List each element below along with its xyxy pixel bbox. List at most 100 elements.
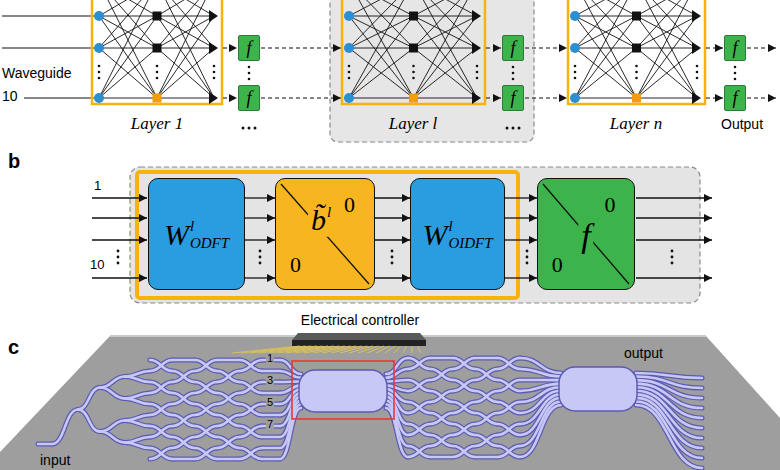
mesh-lines	[637, 0, 698, 98]
ellipsis-dot	[476, 65, 479, 68]
waveguide-shadow	[195, 448, 217, 459]
waveguide-shadow	[430, 369, 452, 380]
mesh-lines	[637, 48, 698, 98]
mesh-lines	[637, 16, 698, 48]
coupler-node	[472, 10, 481, 22]
waveguide	[38, 443, 52, 446]
output-arrow	[636, 239, 712, 240]
mesh-lines	[414, 0, 478, 16]
dashed-arrow	[525, 97, 567, 98]
output-label: Output	[721, 116, 763, 132]
waveguide	[453, 358, 475, 369]
waveguide-shadow	[498, 446, 520, 457]
waveguide-shadow	[498, 424, 520, 435]
waveguide	[498, 358, 520, 369]
activation-box: f	[724, 35, 746, 61]
waveguide	[453, 380, 475, 391]
waveguide	[636, 405, 702, 468]
mesh-lines	[157, 0, 214, 16]
gold-wires	[412, 346, 413, 353]
waveguide-shadow	[408, 446, 430, 457]
waveguide	[498, 424, 520, 435]
waveguide-shadow	[52, 410, 78, 445]
waveguide-shadow	[240, 404, 262, 415]
mesh-lines	[99, 48, 157, 98]
waveguide-shadow	[453, 358, 475, 369]
waveguide-shadow	[172, 415, 194, 426]
waveguide	[125, 399, 150, 405]
ellipsis-dot	[734, 78, 737, 81]
waveguide	[453, 380, 475, 391]
gold-wires	[418, 346, 421, 353]
ellipsis-dot	[476, 77, 479, 80]
ellipsis-dot	[526, 256, 529, 259]
dashed-arrow	[486, 47, 501, 48]
waveguide	[172, 371, 194, 382]
port-number: 10	[2, 88, 18, 104]
ellipsis-dot	[98, 71, 101, 74]
waveguide-shadow	[498, 446, 520, 457]
mesh-lines	[99, 48, 157, 98]
waveguide	[498, 402, 520, 413]
waveguide-shadow	[262, 446, 280, 451]
waveguide-shadow	[430, 391, 452, 402]
waveguide	[520, 358, 561, 373]
ellipsis-dot	[506, 127, 509, 130]
connector-arrow	[245, 239, 275, 240]
waveguide-shadow	[38, 442, 52, 447]
waveguide	[498, 402, 520, 413]
ellipsis-dot	[512, 127, 515, 130]
waveguide	[240, 448, 262, 459]
connector-arrow	[245, 217, 275, 218]
phase-shifter	[632, 12, 641, 21]
mesh-lines	[349, 16, 414, 17]
waveguide-shadow	[100, 432, 125, 443]
ellipsis-dot	[476, 71, 479, 74]
waveguide	[195, 448, 217, 459]
waveguide	[150, 448, 172, 459]
waveguide	[280, 371, 301, 378]
waveguide	[386, 380, 408, 382]
mesh-lines	[349, 0, 414, 98]
waveguide-shadow	[125, 399, 150, 405]
mesh-lines	[99, 0, 214, 98]
mesh-lines	[157, 48, 214, 49]
ellipsis-dot	[574, 77, 577, 80]
mesh-lines	[99, 0, 157, 98]
layer-label: Layer 1	[131, 114, 183, 134]
waveguide-shadow	[430, 455, 452, 460]
waveguide-shadow	[217, 358, 239, 363]
waveguide	[475, 413, 497, 424]
waveguide-shadow	[240, 426, 262, 437]
waveguide	[217, 415, 239, 426]
waveguide	[195, 360, 217, 371]
mesh-lines	[414, 16, 478, 17]
waveguide-shadow	[38, 358, 702, 468]
mesh-lines	[637, 0, 698, 16]
waveguide	[52, 410, 78, 445]
mesh-lines	[637, 48, 698, 98]
waveguide	[430, 369, 452, 380]
waveguide-shadow	[408, 358, 430, 369]
input-node	[570, 93, 580, 103]
superscript: l	[190, 218, 229, 235]
symbol-text: f	[246, 39, 251, 57]
waveguide-shadow	[475, 391, 497, 402]
matrix-zero: 0	[605, 194, 616, 216]
mesh-lines	[575, 0, 637, 98]
waveguide	[453, 358, 475, 369]
waveguide-shadow	[240, 404, 262, 415]
waveguide	[172, 415, 194, 426]
waveguide	[172, 415, 194, 426]
mesh-lines	[99, 16, 157, 98]
mesh-lines	[349, 16, 414, 48]
channel-number: 3	[266, 375, 274, 387]
activation-matrix-box: f00	[537, 178, 635, 290]
waveguide	[475, 391, 497, 402]
mesh-lines	[414, 16, 478, 98]
waveguide	[240, 426, 262, 437]
mesh-lines	[349, 98, 414, 99]
connector-arrow	[245, 277, 275, 278]
matrix-zero: 0	[344, 194, 355, 216]
